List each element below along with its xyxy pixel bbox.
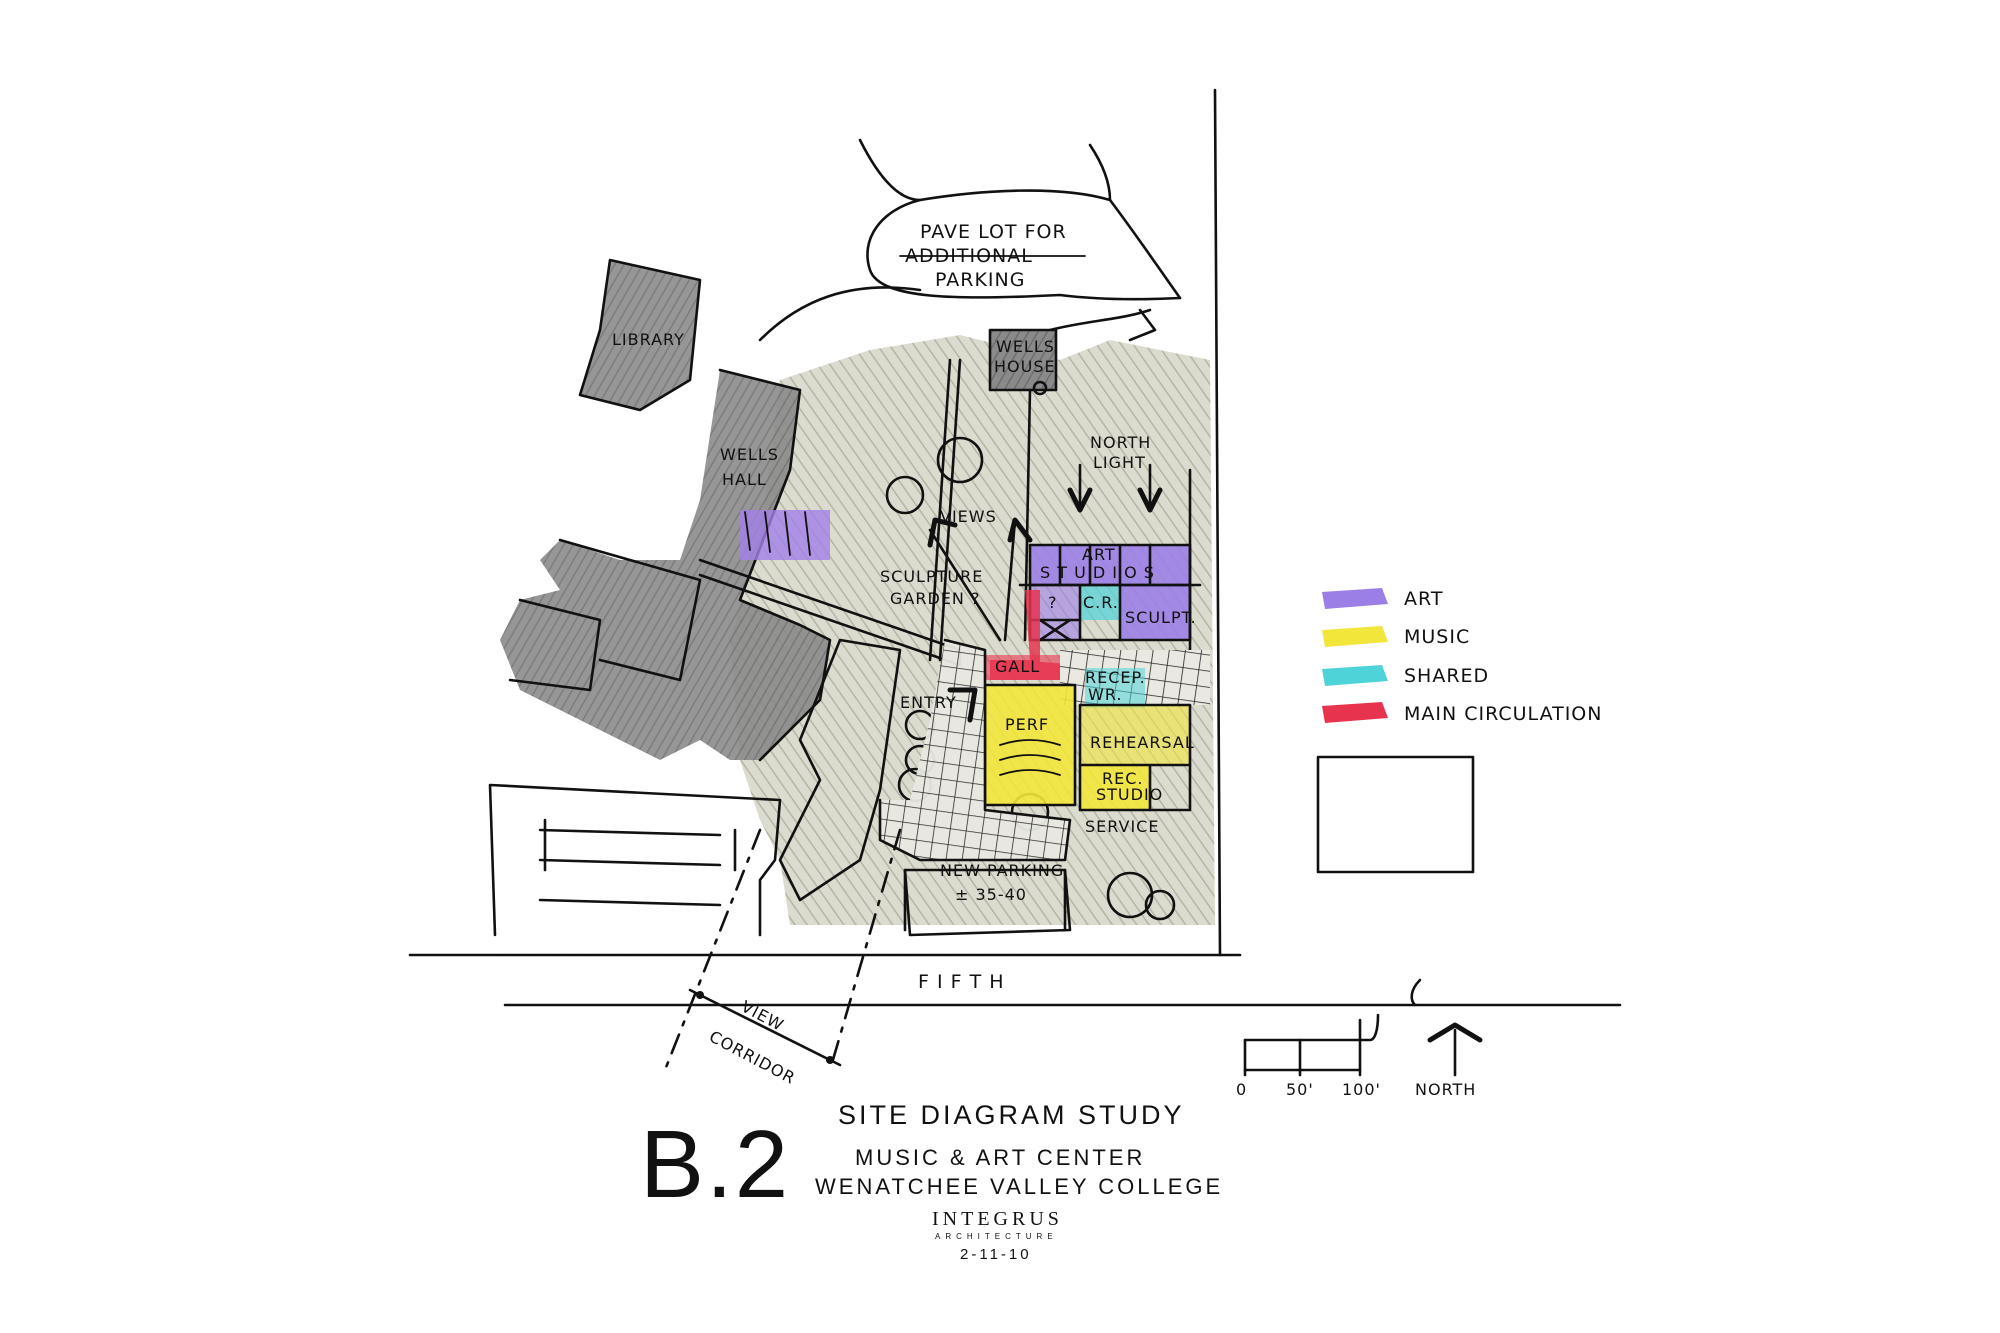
- legend-label-music: MUSIC: [1404, 626, 1470, 648]
- label-rehearsal: REHEARSAL: [1090, 733, 1195, 752]
- gallery: [985, 655, 1065, 680]
- label-sculpture-garden-1: SCULPTURE: [880, 567, 983, 586]
- main-circulation: [990, 590, 1085, 680]
- label-wr: WR.: [1088, 685, 1122, 704]
- legend-label-art: ART: [1404, 588, 1443, 610]
- label-wells-house-2: HOUSE: [994, 357, 1056, 376]
- label-sculpture-garden-2: GARDEN ?: [890, 589, 980, 608]
- entry-plaza: [880, 640, 1070, 860]
- rehearsal: [1080, 705, 1190, 765]
- label-north-light-2: LIGHT: [1093, 453, 1146, 472]
- label-fifth: F I F T H: [918, 971, 1005, 993]
- performance-hall: [985, 685, 1075, 805]
- cr-room: [1080, 585, 1120, 620]
- label-art-studios-2: S T U D I O S: [1040, 563, 1155, 582]
- wells-hall-purple: [740, 510, 830, 560]
- rec-studio: [1080, 765, 1150, 810]
- label-sculpt: SCULPT.: [1125, 608, 1197, 627]
- diagonal-building: [778, 638, 902, 902]
- legend-swatch-main-circulation: [1322, 702, 1388, 723]
- label-north-light-1: NORTH: [1090, 433, 1151, 452]
- firm-logo: INTEGRUS: [932, 1208, 1063, 1230]
- label-recep: RECEP.: [1085, 668, 1146, 687]
- label-parking-lot-3: PARKING: [935, 269, 1025, 291]
- label-view-corridor-2: CORRIDOR: [706, 1027, 799, 1088]
- label-rec-studio-2: STUDIO: [1096, 785, 1163, 804]
- sheet-date: 2-11-10: [960, 1246, 1032, 1263]
- library-building: [580, 260, 700, 410]
- label-art-studios-1: ART: [1082, 545, 1116, 564]
- legend-empty-box: [1316, 755, 1475, 874]
- sheet-code: B.2: [640, 1111, 791, 1218]
- legend: ART MUSIC SHARED MAIN CIRCULATION: [1322, 588, 1602, 725]
- legend-label-main-circulation: MAIN CIRCULATION: [1404, 703, 1602, 725]
- east-property-line: [1213, 88, 1222, 957]
- project-name: MUSIC & ART CENTER: [855, 1145, 1146, 1170]
- legend-label-shared: SHARED: [1404, 665, 1489, 687]
- wells-hall-building: [500, 370, 830, 760]
- label-service: SERVICE: [1085, 817, 1159, 836]
- label-new-parking-2: ± 35-40: [955, 885, 1027, 904]
- label-perf: PERF: [1005, 715, 1049, 734]
- scale-label-0: 0: [1236, 1080, 1247, 1099]
- recep-overlay: [1085, 668, 1145, 708]
- label-wells-hall-2: HALL: [722, 470, 767, 489]
- legend-swatch-art: [1322, 588, 1388, 609]
- art-studios: [1030, 545, 1190, 585]
- north-label: NORTH: [1415, 1080, 1476, 1099]
- legend-swatch-music: [1322, 626, 1388, 647]
- label-wells-house-1: WELLS: [996, 337, 1055, 356]
- parking-lot-outline: [858, 138, 1112, 202]
- scale-label-100: 100': [1342, 1080, 1381, 1099]
- label-view-corridor-1: VIEW: [738, 997, 787, 1035]
- label-entry: ENTRY: [900, 693, 957, 712]
- label-cr: C.R.: [1083, 593, 1119, 612]
- firm-logo-subtitle: ARCHITECTURE: [935, 1232, 1058, 1241]
- southern-building: [488, 783, 782, 937]
- scale-label-50: 50': [1286, 1080, 1314, 1099]
- label-gall: GALL: [995, 657, 1040, 676]
- client-name: WENATCHEE VALLEY COLLEGE: [815, 1174, 1224, 1199]
- label-rec-studio-1: REC.: [1102, 769, 1143, 788]
- label-new-parking-1: NEW PARKING: [940, 861, 1064, 880]
- sculpture-studio: [1120, 585, 1190, 640]
- label-library: LIBRARY: [612, 330, 685, 349]
- sheet-title: SITE DIAGRAM STUDY: [838, 1100, 1185, 1130]
- legend-swatch-shared: [1322, 665, 1388, 686]
- title-block: B.2 SITE DIAGRAM STUDY MUSIC & ART CENTE…: [640, 1090, 1340, 1320]
- label-wells-hall-1: WELLS: [720, 445, 779, 464]
- wells-house-building: [990, 330, 1056, 390]
- label-parking-lot: PAVE LOT FOR: [920, 221, 1067, 243]
- label-question: ?: [1048, 593, 1058, 612]
- view-corridor: [663, 828, 762, 1072]
- label-views: VIEWS: [940, 507, 997, 526]
- north-arrow: NORTH: [1410, 978, 1483, 1099]
- scale-bar: 0 50' 100': [1236, 1013, 1381, 1099]
